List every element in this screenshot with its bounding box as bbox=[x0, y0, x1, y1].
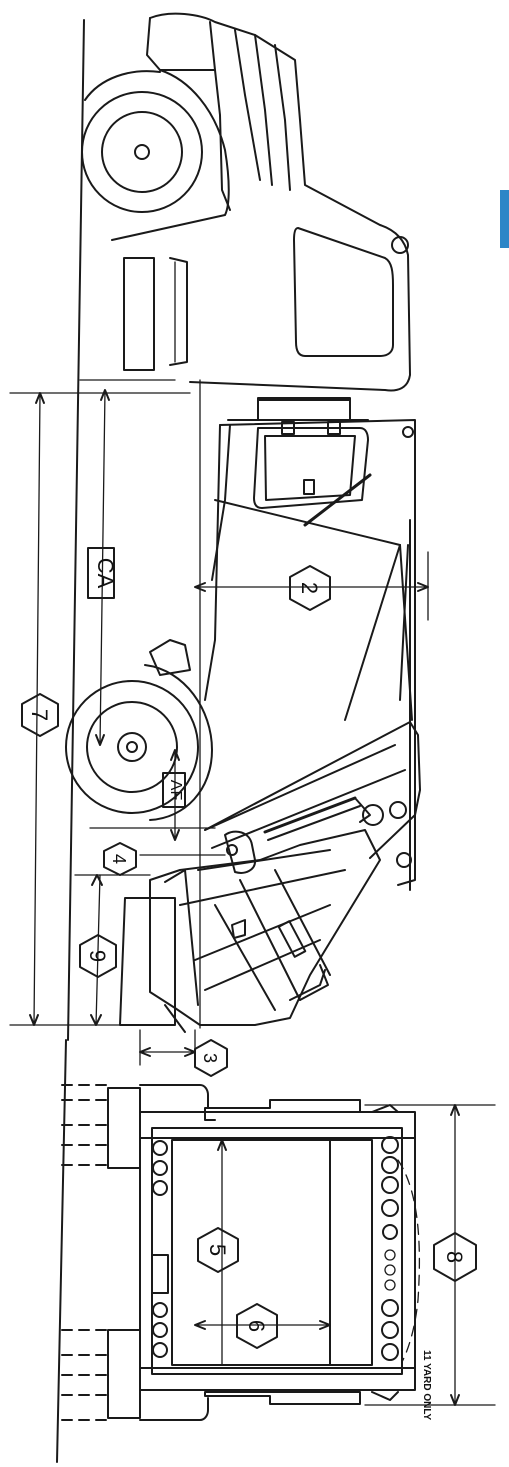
rear-wheel bbox=[65, 639, 213, 821]
eleven-yard-outline bbox=[397, 1159, 421, 1363]
label-callout-3: 3 bbox=[200, 1053, 220, 1063]
packer-body bbox=[204, 397, 416, 891]
tailgate-frame bbox=[139, 1111, 416, 1391]
callout-9: 9 bbox=[79, 934, 117, 978]
label-ca: CA bbox=[93, 558, 118, 589]
label-callout-9: 9 bbox=[85, 950, 110, 962]
callout-2: 2 bbox=[289, 565, 331, 611]
callout-6: 6 bbox=[236, 1303, 278, 1349]
tailgate-assembly bbox=[119, 721, 421, 1033]
front-wheel bbox=[81, 70, 203, 213]
dim-ca-line bbox=[99, 389, 106, 746]
callout-af: AF bbox=[162, 772, 186, 808]
side-view bbox=[9, 12, 429, 1066]
callout-5: 5 bbox=[197, 1227, 239, 1273]
page-edge-accent bbox=[500, 190, 509, 248]
label-af: AF bbox=[167, 780, 184, 801]
label-callout-2: 2 bbox=[297, 582, 322, 594]
rear-ground-line bbox=[56, 1039, 67, 1463]
callout-ca: CA bbox=[87, 547, 118, 599]
truck-cab bbox=[111, 12, 411, 392]
label-callout-8: 8 bbox=[442, 1251, 467, 1263]
dimensions-side bbox=[9, 379, 429, 1066]
dim-7-line bbox=[33, 392, 41, 1026]
note-11-yard-only: 11 YARD ONLY bbox=[421, 1350, 432, 1421]
label-callout-6: 6 bbox=[244, 1320, 269, 1332]
callout-7: 7 bbox=[21, 693, 59, 737]
label-callout-5: 5 bbox=[205, 1244, 230, 1256]
rear-view bbox=[56, 1039, 496, 1463]
label-callout-4: 4 bbox=[109, 854, 129, 864]
callout-8: 8 bbox=[433, 1232, 477, 1282]
dim-9-line bbox=[95, 874, 101, 1026]
ground-line bbox=[67, 19, 85, 1041]
callout-3: 3 bbox=[194, 1039, 228, 1077]
callout-4: 4 bbox=[103, 842, 137, 876]
callout-markers: CA AF 7 2 4 9 3 5 bbox=[21, 547, 477, 1421]
label-callout-7: 7 bbox=[27, 709, 52, 721]
